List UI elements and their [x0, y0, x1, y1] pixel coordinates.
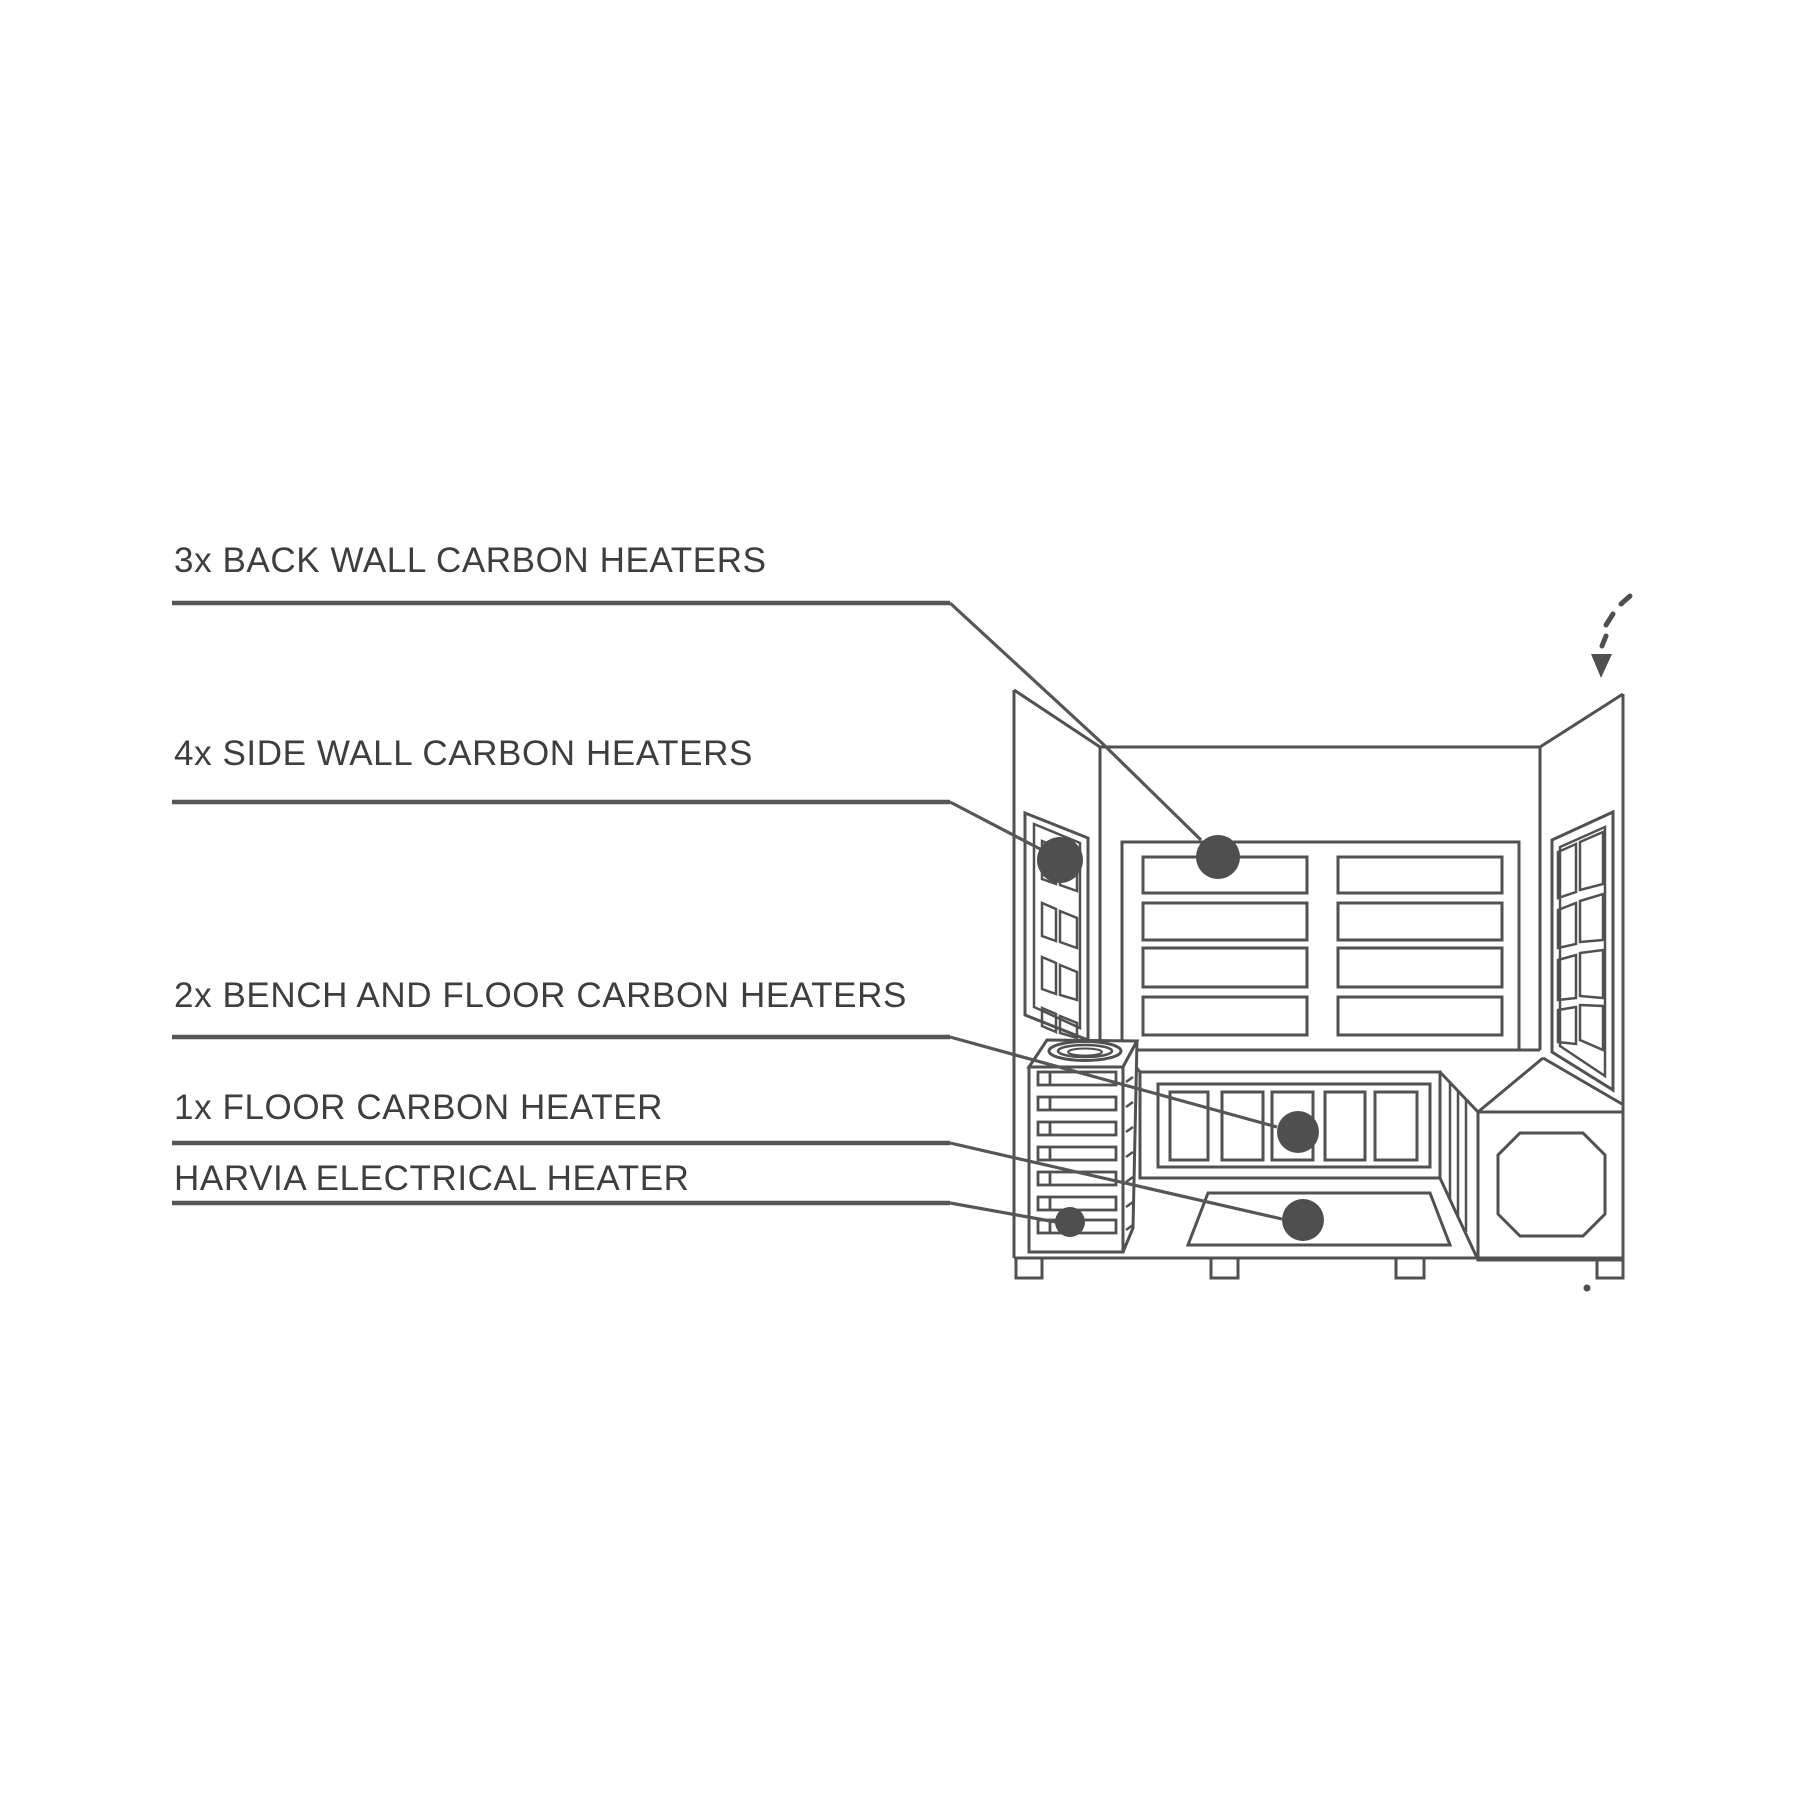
small-dot [1583, 1284, 1591, 1292]
leader-bench-floor [949, 1035, 1278, 1129]
heater-side-face [1121, 1040, 1139, 1253]
arrow-dash-3 [1599, 633, 1609, 649]
foot-4 [1595, 1256, 1625, 1280]
right-side-wall-heater-panel [1550, 809, 1615, 1093]
heater-markers [1037, 835, 1591, 1292]
back-panel-frame [1120, 840, 1521, 1052]
label-underlines [172, 600, 950, 1206]
back-slat [1336, 855, 1504, 895]
foot-3 [1394, 1256, 1426, 1280]
heater-bowl-outer-rim [1047, 1040, 1123, 1062]
harvia-heater-marker [1055, 1207, 1085, 1237]
right-wall-top-edge [1539, 692, 1624, 749]
label-back-wall-heaters: 3x BACK WALL CARBON HEATERS [174, 541, 767, 580]
floor-heater-pad [1185, 1191, 1453, 1247]
bench-front-face [1138, 1070, 1442, 1180]
heater-bowl-center [1067, 1047, 1103, 1057]
cabinet-front-face [1476, 1110, 1625, 1262]
side-wall-heater-marker [1037, 837, 1083, 883]
bench-corner-bottom-edge [1438, 1177, 1480, 1261]
heater-bowl-inner-rim [1056, 1043, 1114, 1059]
floor-heater-marker [1282, 1199, 1324, 1241]
heater-side-slats [1125, 1075, 1134, 1232]
back-slat [1336, 995, 1504, 1037]
back-slat [1141, 995, 1309, 1037]
sauna-shell [1012, 688, 1625, 1280]
bench-heater-cells [1168, 1090, 1419, 1162]
arrow-dash-1 [1618, 593, 1633, 607]
corner-cabinet [1476, 1056, 1625, 1262]
leader-lines [948, 601, 1283, 1224]
cabinet-top-left-edge [1477, 1056, 1544, 1114]
left-door-inner-frame [1032, 822, 1082, 1030]
label-bench-floor-heaters: 2x BENCH AND FLOOR CARBON HEATERS [174, 976, 907, 1015]
arrow-dash-2 [1603, 611, 1616, 628]
label-floor-heater: 1x FLOOR CARBON HEATER [174, 1088, 664, 1127]
back-slat [1336, 901, 1504, 942]
leader-side-wall [949, 800, 1043, 852]
floor-heater-outline [1185, 1191, 1453, 1247]
label-harvia-heater: HARVIA ELECTRICAL HEATER [174, 1159, 690, 1198]
arrow-head-icon [1591, 654, 1612, 678]
bench-front-inner-frame [1156, 1082, 1432, 1169]
cabinet-top-back-edge [1542, 1056, 1623, 1106]
left-door-panes [1040, 839, 1079, 1040]
leader-back-wall [948, 601, 1203, 842]
left-wall-top-edge [1013, 688, 1101, 749]
back-slat [1141, 901, 1309, 942]
right-door-panes [1556, 830, 1605, 1052]
entry-arrow [1591, 593, 1633, 678]
cabinet-octagon-vent [1496, 1131, 1607, 1238]
label-side-wall-heaters: 4x SIDE WALL CARBON HEATERS [174, 734, 753, 773]
back-wall-heater-panels [1120, 840, 1540, 1052]
foot-1 [1014, 1256, 1044, 1280]
back-wall-heater-marker [1196, 835, 1240, 879]
right-door-inner-frame [1558, 825, 1607, 1079]
bench-end-slats [1448, 1083, 1468, 1232]
right-door-outer-frame [1550, 809, 1615, 1093]
leader-harvia [949, 1201, 1057, 1224]
leader-floor [949, 1141, 1283, 1221]
bench-heater-marker [1277, 1111, 1319, 1153]
back-slat [1141, 946, 1309, 989]
back-slat [1336, 946, 1504, 989]
bench [1122, 1051, 1480, 1261]
foot-2 [1209, 1256, 1240, 1280]
